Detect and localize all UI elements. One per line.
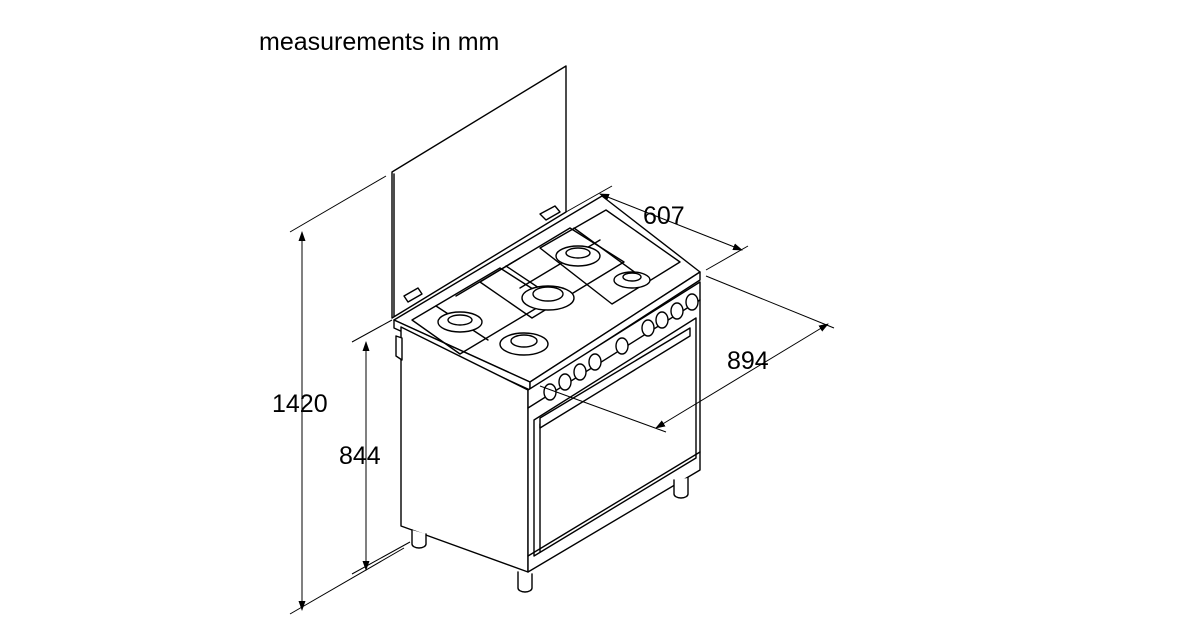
depth-label: 894 xyxy=(727,347,769,375)
glass-lid xyxy=(392,66,566,318)
total-height-label: 1420 xyxy=(272,390,328,418)
width-label: 607 xyxy=(643,202,685,230)
dimension-depth xyxy=(540,276,834,432)
cooker-feet xyxy=(412,478,688,592)
body-height-label: 844 xyxy=(339,442,381,470)
drawing-title: measurements in mm xyxy=(259,28,500,56)
dimension-body-height xyxy=(352,320,410,574)
dimension-width xyxy=(566,186,748,270)
hob-burners xyxy=(412,210,680,355)
dimension-total-height xyxy=(290,176,404,614)
